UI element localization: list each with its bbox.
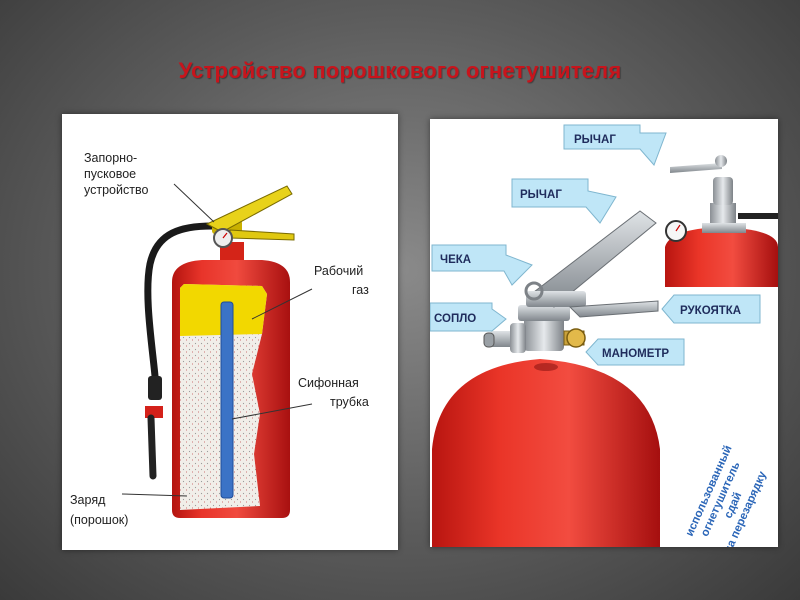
pressure-gauge [566, 328, 586, 348]
safety-pin [524, 281, 544, 301]
tag-pin: ЧЕКА [431, 244, 533, 286]
tag-handle: РУКОЯТКА [661, 294, 761, 324]
tag-pin-text: ЧЕКА [440, 254, 471, 266]
gas-label-line1: Рабочий [314, 264, 363, 278]
inset-extinguisher [665, 155, 778, 287]
siphon-label-line1: Сифонная [298, 376, 359, 390]
gas-label-line2: газ [352, 283, 369, 297]
handle [568, 300, 659, 318]
siphon-label-line2: трубка [330, 395, 369, 409]
valve-lever-top [205, 185, 293, 233]
tag-gauge: МАНОМЕТР [585, 338, 685, 366]
valve-label-line3: устройство [84, 183, 148, 197]
tag-lever-top-text: РЫЧАГ [574, 134, 616, 146]
valve-collar [518, 305, 570, 321]
charge-leader [121, 493, 188, 497]
valve-closeup: РЫЧАГ РЫЧАГ ЧЕКА СОПЛО РУКОЯТКА МАНОМЕТР… [430, 124, 778, 547]
tag-lever-main: РЫЧАГ [511, 178, 617, 224]
tag-lever-top: РЫЧАГ [563, 124, 667, 166]
valve-label-line1: Запорно- [84, 151, 137, 165]
valve-label-line2: пусковое [84, 167, 136, 181]
gas-leader [251, 288, 313, 320]
valve-body [524, 317, 564, 351]
cutaway-diagram-panel: Запорно- пусковое устройство Рабочий газ… [62, 114, 398, 550]
tag-lever-main-text: РЫЧАГ [520, 189, 562, 201]
charge-label-line2: (порошок) [70, 513, 128, 527]
tag-nozzle: СОПЛО [430, 302, 507, 332]
charge-label-line1: Заряд [70, 493, 106, 507]
tag-gauge-text: МАНОМЕТР [602, 348, 669, 360]
cutaway-diagram: Запорно- пусковое устройство Рабочий газ… [70, 151, 369, 527]
siphon-tube [220, 301, 234, 499]
tag-handle-text: РУКОЯТКА [680, 305, 741, 317]
recharge-note: использованный огнетушитель сдай на пере… [684, 444, 769, 547]
siphon-leader [231, 403, 313, 420]
hose-nozzle [147, 414, 157, 480]
hose-coupling [148, 376, 162, 400]
valve-lever-bottom [229, 229, 295, 241]
tag-nozzle-text: СОПЛО [434, 313, 476, 325]
cylinder-body [432, 359, 660, 547]
valve-closeup-panel: РЫЧАГ РЫЧАГ ЧЕКА СОПЛО РУКОЯТКА МАНОМЕТР… [430, 119, 778, 547]
hose [144, 222, 216, 380]
valve-leader [173, 183, 215, 223]
page-title: Устройство порошкового огнетушителя [178, 58, 622, 83]
